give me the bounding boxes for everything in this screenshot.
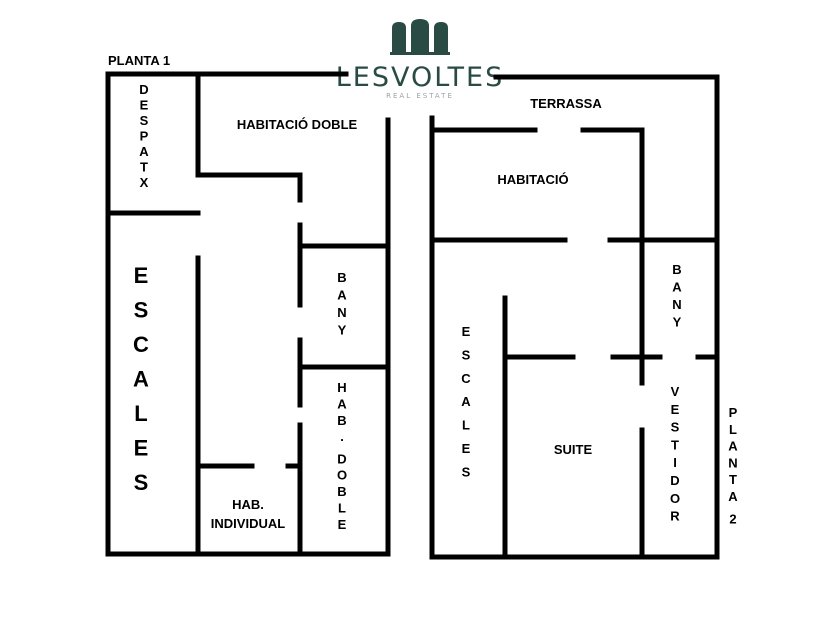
label-glyph: A (337, 396, 347, 411)
label-glyph: E (140, 98, 149, 113)
label-glyph: B (337, 484, 346, 499)
label-glyph: C (133, 332, 149, 357)
label-glyph: X (140, 175, 149, 190)
label-glyph: E (462, 441, 471, 456)
label-glyph: E (134, 263, 149, 288)
label-glyph: B (672, 262, 681, 277)
label-glyph: S (671, 420, 680, 435)
label-glyph: T (729, 472, 737, 487)
room-label-hab-individual-line2: INDIVIDUAL (211, 516, 285, 531)
label-glyph: S (140, 113, 149, 128)
label-glyph: E (134, 436, 149, 461)
room-label-habitacio: HABITACIÓ (497, 172, 568, 187)
label-glyph: S (134, 470, 149, 495)
label-glyph: N (672, 297, 681, 312)
logo-wordmark: LESVOLTES (336, 62, 505, 93)
label-glyph: S (462, 464, 471, 479)
label-glyph: 2 (729, 512, 736, 527)
label-glyph: N (728, 455, 737, 470)
label-glyph: D (670, 473, 679, 488)
label-glyph: D (139, 82, 148, 97)
label-glyph: A (728, 439, 738, 454)
label-glyph: A (139, 144, 149, 159)
label-glyph: E (462, 324, 471, 339)
label-glyph: B (337, 270, 346, 285)
label-glyph: V (671, 384, 680, 399)
label-glyph: L (462, 418, 470, 433)
label-glyph: E (671, 402, 680, 417)
label-glyph: A (461, 394, 471, 409)
label-glyph: A (728, 489, 738, 504)
label-glyph: B (337, 413, 346, 428)
label-glyph: E (338, 517, 347, 532)
logo: LESVOLTES REAL ESTATE (336, 6, 505, 100)
label-glyph: O (337, 468, 347, 483)
label-glyph: L (338, 501, 346, 516)
room-label-terrassa: TERRASSA (530, 96, 602, 111)
room-label-hab-individual-line1: HAB. (232, 497, 264, 512)
arches-icon (390, 19, 450, 55)
label-glyph: T (671, 437, 679, 452)
level-label-planta-1: PLANTA 1 (108, 53, 170, 68)
label-glyph: S (134, 298, 149, 323)
label-glyph: A (133, 367, 149, 392)
label-glyph: A (672, 280, 682, 295)
label-glyph: R (670, 509, 680, 524)
label-glyph: S (462, 347, 471, 362)
label-glyph: H (337, 380, 346, 395)
label-glyph: I (673, 455, 677, 470)
label-glyph: Y (673, 315, 682, 330)
room-label-habitacio-doble: HABITACIÓ DOBLE (237, 117, 358, 132)
label-glyph: N (337, 305, 346, 320)
label-glyph: D (337, 451, 346, 466)
label-glyph: L (729, 422, 737, 437)
label-glyph: T (140, 160, 148, 175)
plan-1-walls (105, 71, 391, 557)
label-glyph: Y (338, 323, 347, 338)
label-glyph: P (140, 129, 149, 144)
label-glyph: L (134, 401, 147, 426)
label-glyph: P (729, 405, 738, 420)
label-glyph: C (461, 371, 471, 386)
label-glyph: A (337, 288, 347, 303)
label-glyph: . (340, 429, 344, 444)
plan-2-walls (429, 74, 720, 560)
room-label-suite: SUITE (554, 442, 593, 457)
label-glyph: O (670, 491, 680, 506)
logo-tagline: REAL ESTATE (386, 92, 454, 100)
